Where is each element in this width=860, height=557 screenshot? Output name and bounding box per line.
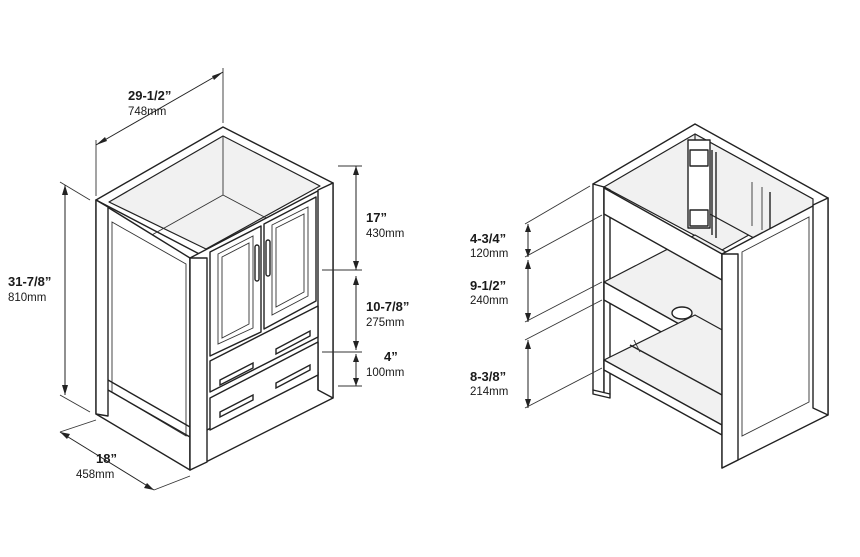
dimension-top-rail-gap: 4-3/4” 120mm: [470, 224, 531, 260]
dimension-width: 29-1/2” 748mm: [95, 71, 224, 146]
toe-kick-metric: 100mm: [366, 367, 404, 379]
height-imperial: 31-7/8”: [8, 274, 51, 289]
dimension-drawer-section: 10-7/8” 275mm: [353, 276, 409, 350]
cabinet-left-side: [95, 199, 191, 471]
door-handle-left: [254, 244, 260, 282]
depth-metric: 458mm: [76, 469, 114, 481]
drawer-handle-upper-left: [219, 361, 254, 387]
hinge-upper: [689, 149, 709, 167]
top-rail-gap-metric: 120mm: [470, 248, 508, 260]
frame-front-left-leg: [592, 389, 611, 399]
middle-shelf-gap-metric: 240mm: [470, 295, 508, 307]
depth-imperial: 18”: [96, 451, 117, 466]
dimension-depth: 18” 458mm: [59, 431, 155, 491]
cabinet-top-frame: [95, 126, 334, 259]
door-section-metric: 430mm: [366, 228, 404, 240]
door-section-imperial: 17”: [366, 210, 387, 225]
vanity-front-view: 29-1/2” 748mm 31-7/8” 810mm 18” 458mm 17…: [8, 68, 409, 491]
dimension-door-section: 17” 430mm: [353, 166, 404, 270]
bottom-shelf-gap-imperial: 8-3/8”: [470, 369, 506, 384]
drain-hole: [671, 306, 693, 320]
frame-right-side: [721, 197, 829, 469]
frame-left-post: [592, 183, 611, 397]
width-metric: 748mm: [128, 106, 166, 118]
toe-kick-imperial: 4”: [384, 349, 398, 364]
cabinet-drawer-lower: [209, 341, 319, 431]
dimension-height: 31-7/8” 810mm: [8, 185, 68, 395]
cabinet-door-left: [209, 225, 262, 357]
bottom-shelf-gap-metric: 214mm: [470, 386, 508, 398]
dimension-bottom-shelf-gap: 8-3/8” 214mm: [470, 340, 531, 408]
drawer-handle-upper-right: [275, 329, 311, 356]
drawer-handle-lower-left: [219, 393, 254, 419]
cabinet-drawer-upper: [209, 305, 319, 393]
height-metric: 810mm: [8, 292, 46, 304]
dimension-toe-kick: 4” 100mm: [353, 349, 404, 386]
cabinet-door-right: [263, 196, 317, 330]
door-handle-right: [265, 239, 271, 277]
width-imperial: 29-1/2”: [128, 88, 171, 103]
hinge-lower: [689, 209, 709, 227]
vanity-open-frame-view: 4-3/4” 120mm 9-1/2” 240mm 8-3/8” 214mm: [470, 123, 829, 469]
drawer-handle-lower-right: [275, 363, 311, 390]
drawer-section-metric: 275mm: [366, 317, 404, 329]
drawer-section-imperial: 10-7/8”: [366, 299, 409, 314]
dimension-middle-shelf-gap: 9-1/2” 240mm: [470, 260, 531, 322]
top-rail-gap-imperial: 4-3/4”: [470, 231, 506, 246]
middle-shelf-gap-imperial: 9-1/2”: [470, 278, 506, 293]
